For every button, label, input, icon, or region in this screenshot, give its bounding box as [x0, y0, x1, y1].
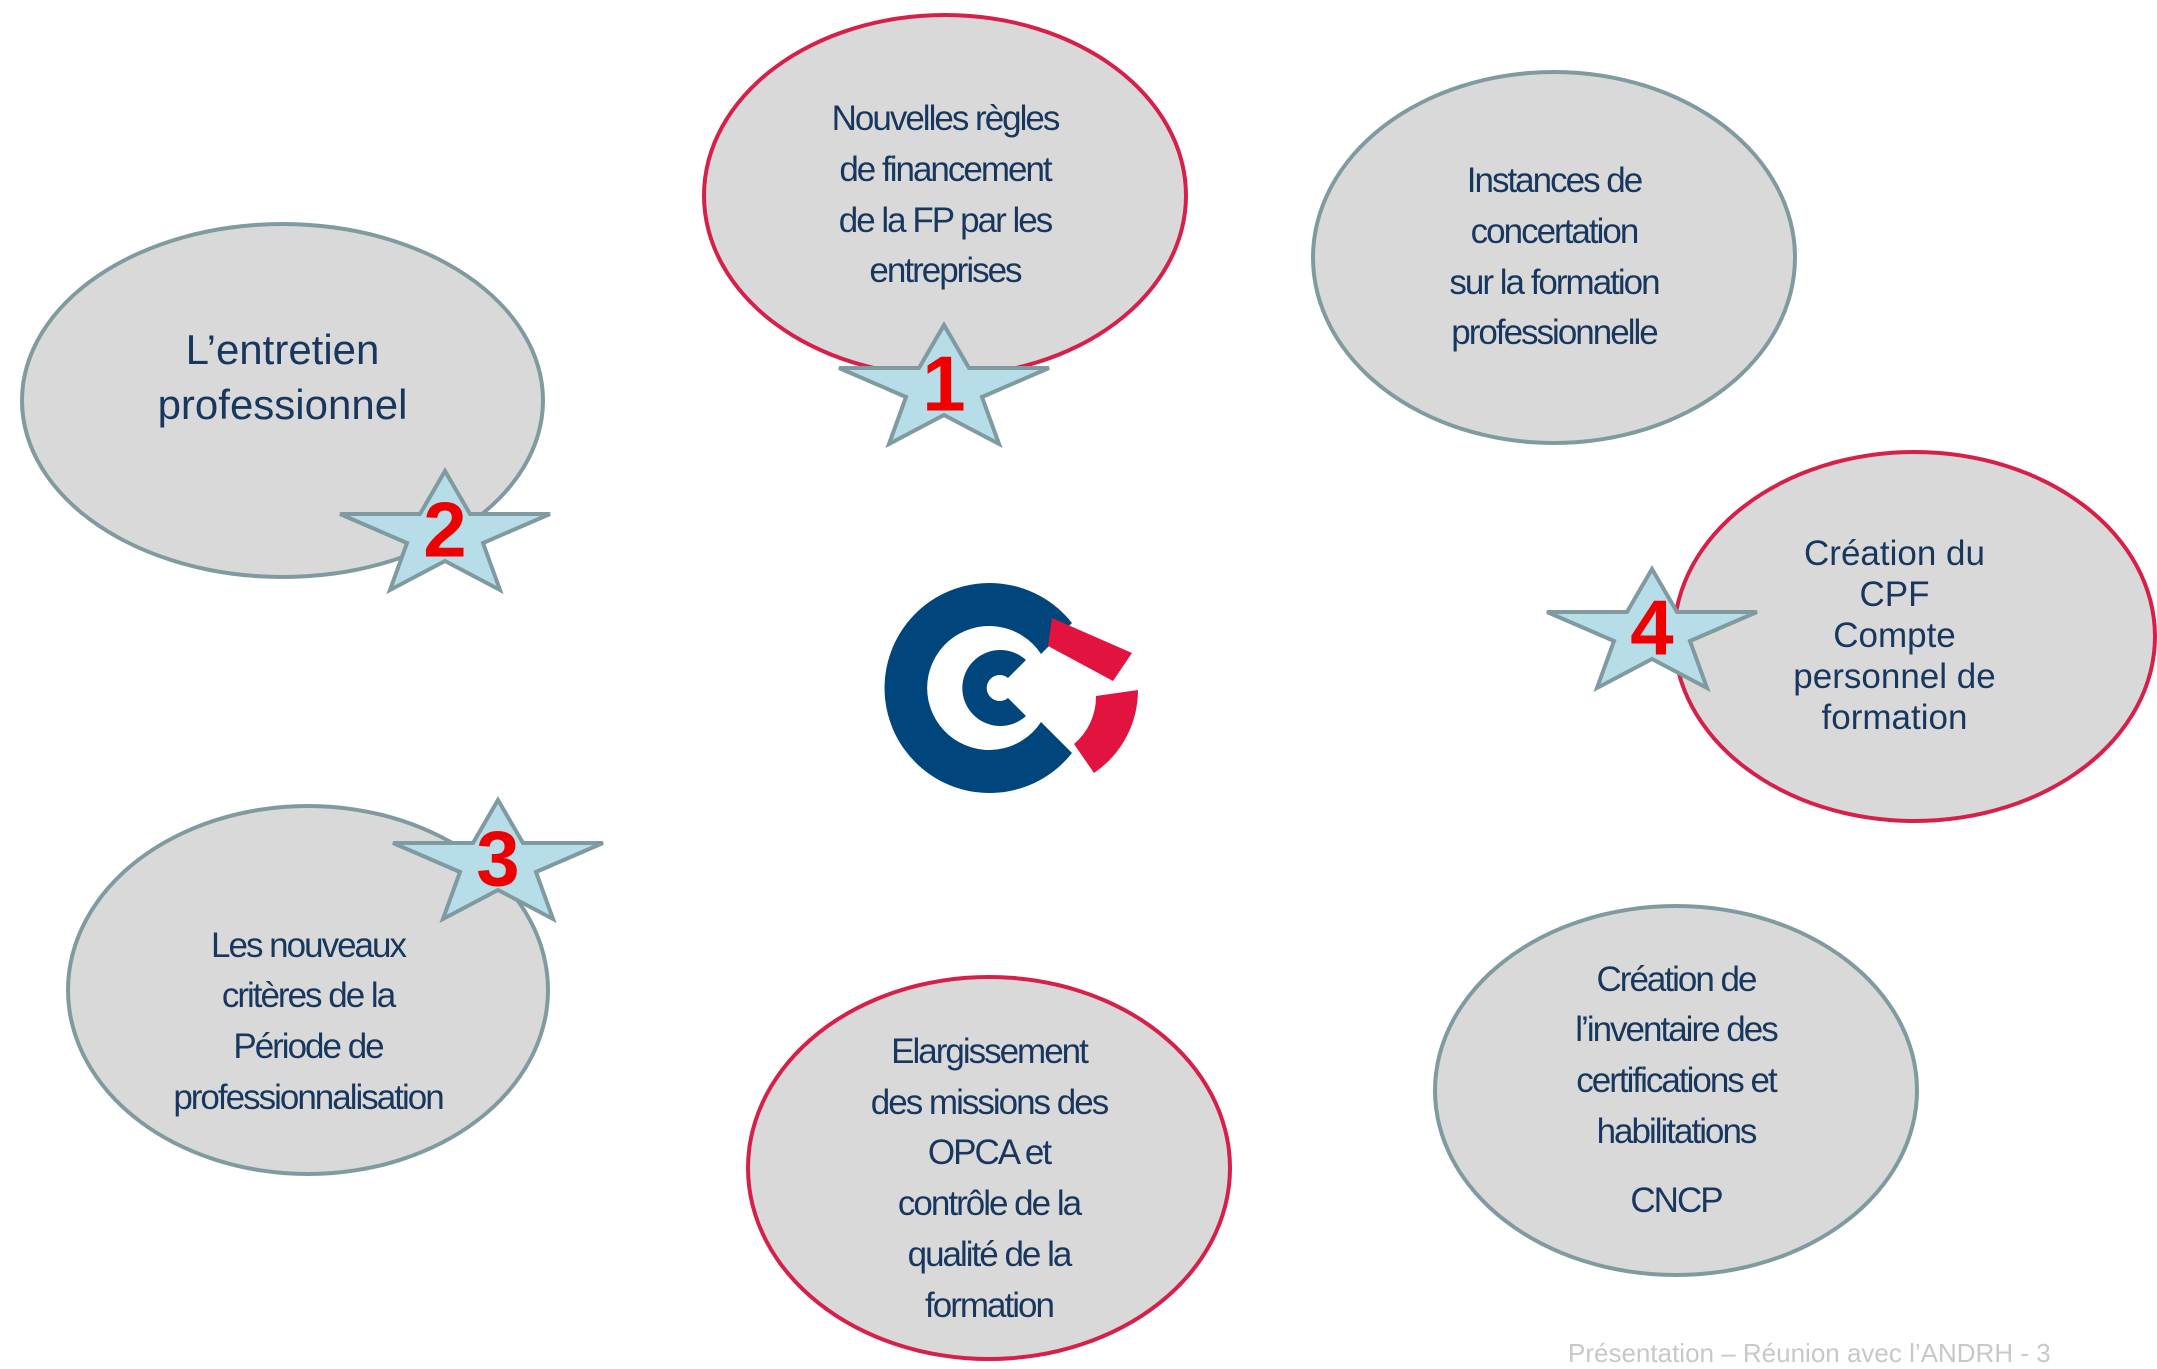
topic-inventaire-certifications: Création de l’inventaire des certificati… [1433, 904, 1919, 1277]
topic-financement: Nouvelles règles de financement de la FP… [702, 13, 1188, 378]
topic-missions-opca: Elargissement des missions des OPCA et c… [746, 975, 1232, 1361]
star-badge-2: 2 [335, 466, 555, 596]
topic-instances-concertation: Instances de concertation sur la formati… [1311, 70, 1797, 445]
star-badge-3: 3 [388, 795, 608, 925]
star-icon [392, 796, 604, 924]
topic-creation-cpf: Création du CPF Compte personnel de form… [1672, 450, 2157, 823]
cci-logo [870, 568, 1150, 830]
footer-text: Présentation – Réunion avec l’ANDRH - 3 [1568, 1338, 2051, 1368]
topic-inventaire-cncp: CNCP [1630, 1180, 1723, 1220]
topic-opca-label: Elargissement des missions des OPCA et c… [870, 1031, 1109, 1325]
star-icon [838, 321, 1050, 449]
star-number-1: 1 [922, 339, 966, 428]
star-icon [1546, 565, 1758, 693]
topic-cpf-label: Création du CPF Compte personnel de form… [1793, 534, 1996, 737]
star-number-3: 3 [476, 814, 520, 903]
topic-inventaire-label: Création de l’inventaire des certificati… [1575, 959, 1778, 1151]
topic-periode-label: Les nouveaux critères de la Période de p… [173, 925, 444, 1117]
topic-inventaire-text: Création de l’inventaire des certificati… [1575, 955, 1778, 1227]
topic-entretien-label: L’entretien professionnel [157, 325, 408, 428]
star-badge-1: 1 [834, 320, 1054, 450]
star-number-4: 4 [1630, 583, 1674, 672]
cci-logo-icon [884, 583, 1139, 793]
star-number-2: 2 [423, 485, 467, 574]
topic-instances-label: Instances de concertation sur la formati… [1449, 161, 1660, 353]
star-badge-4: 4 [1542, 564, 1762, 694]
topic-financement-label: Nouvelles règles de financement de la FP… [831, 99, 1061, 291]
star-icon [339, 467, 551, 595]
